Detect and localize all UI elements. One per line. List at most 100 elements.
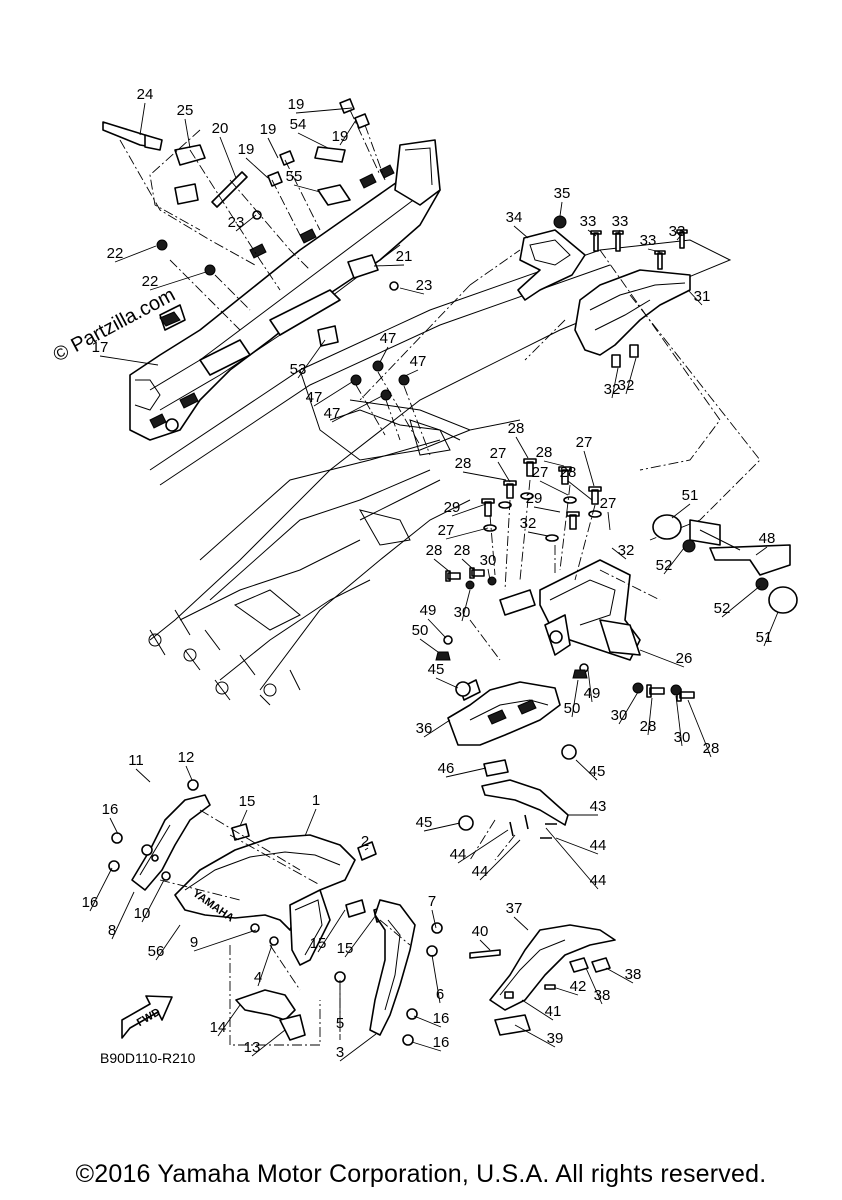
callout-leader [663, 547, 685, 575]
callout-leader [184, 118, 191, 149]
callout-label: 34 [506, 209, 523, 226]
callout-leader [462, 471, 507, 481]
callout-label: 27 [576, 434, 593, 451]
callout-label: 56 [148, 943, 165, 960]
callout-label: 35 [554, 185, 571, 202]
fwd-arrow: FWD [121, 995, 173, 1039]
callout-leader [257, 944, 273, 987]
callout-leader [605, 967, 634, 984]
callout-label: 26 [676, 650, 693, 667]
callout-leader [185, 765, 193, 781]
callout-leader [139, 102, 146, 136]
callout-label: 17 [92, 339, 109, 356]
callout-leader [111, 891, 135, 940]
callout-leader [611, 547, 627, 560]
callout-label: 32 [604, 381, 621, 398]
callout-label: 52 [656, 557, 673, 574]
callout-label: 30 [674, 729, 691, 746]
callout-leader [555, 987, 579, 996]
upper-left-small-parts [102, 98, 399, 347]
callout-leader [89, 867, 113, 912]
callout-label: 54 [290, 116, 307, 133]
callout-label: 22 [142, 273, 159, 290]
callout-label: 11 [128, 752, 144, 769]
callout-leader [521, 999, 554, 1021]
callout-label: 5 [336, 1015, 344, 1032]
callout-leader [461, 589, 471, 622]
callout-label: 41 [545, 1003, 562, 1020]
callout-label: 21 [396, 248, 413, 265]
callout-label: 45 [416, 814, 433, 831]
callout-leader [413, 1015, 442, 1028]
callout-label: 10 [134, 905, 151, 922]
callout-leader [99, 355, 159, 366]
callout-label: 15 [239, 793, 256, 810]
grommets-47 [350, 360, 431, 456]
callout-leader [295, 107, 353, 114]
callout-leader [587, 669, 593, 703]
callout-leader [379, 346, 389, 363]
callout-label: 47 [306, 389, 323, 406]
callout-label: 33 [669, 223, 686, 240]
callout-label: 29 [444, 499, 461, 516]
callout-leader [267, 137, 279, 159]
callout-label: 38 [625, 966, 642, 983]
callout-leader [514, 1024, 556, 1048]
callout-label: 51 [682, 487, 699, 504]
callout-leader [497, 461, 511, 483]
callout-leader [585, 967, 603, 1005]
callout-label: 33 [580, 213, 597, 230]
callout-label: 4 [254, 969, 262, 986]
callout-label: 27 [600, 495, 617, 512]
callout-leader [487, 568, 491, 581]
callout-label: 48 [759, 530, 776, 547]
front-fender-assembly: YAMAHA [108, 779, 443, 1046]
callout-label: 16 [102, 801, 119, 818]
callout-leader [141, 879, 165, 923]
callout-leader [513, 225, 529, 239]
callout-leader [293, 184, 321, 193]
callout-label: 27 [532, 464, 549, 481]
callout-label: 16 [82, 894, 99, 911]
callout-label: 24 [137, 86, 154, 103]
callout-label: 27 [438, 522, 455, 539]
callout-leader [639, 649, 685, 668]
callout-label: 20 [212, 120, 229, 137]
callout-label: 30 [454, 604, 471, 621]
callout-leader [423, 822, 461, 832]
callout-label: 32 [618, 377, 635, 394]
callout-label: 15 [310, 935, 327, 952]
callout-label: 39 [547, 1030, 564, 1047]
callout-label: 47 [324, 405, 341, 422]
callout-leader [431, 909, 437, 929]
copyright-notice: ©2016 Yamaha Motor Corporation, U.S.A. A… [75, 1160, 767, 1188]
callout-leader [411, 1041, 442, 1052]
callout-leader [313, 381, 353, 407]
callout-label: 49 [420, 602, 437, 619]
callout-leader [625, 357, 637, 395]
callout-leader [647, 248, 661, 253]
callout-leader [135, 768, 151, 783]
seat-frame-inner-panel [129, 139, 441, 441]
callout-leader [451, 503, 487, 517]
callout-leader [419, 638, 439, 653]
callout-label: 23 [228, 214, 245, 231]
callout-leader [617, 229, 621, 235]
footrest-bracket-assembly [469, 924, 616, 1036]
callout-label: 51 [756, 629, 773, 646]
callout-leader [587, 229, 597, 237]
callout-label: 30 [611, 707, 628, 724]
callout-leader [297, 339, 326, 379]
license-light-assembly [652, 514, 798, 614]
callout-leader [607, 511, 611, 531]
callout-leader [317, 909, 346, 953]
callout-leader [721, 585, 761, 618]
callout-label: 8 [108, 922, 116, 939]
callout-leader [618, 691, 639, 725]
callout-leader [457, 829, 509, 864]
callout-leader [647, 697, 653, 736]
callout-label: 19 [288, 96, 305, 113]
callout-leader [763, 611, 779, 647]
callout-label: 22 [107, 245, 124, 262]
callout-label: 55 [286, 168, 303, 185]
